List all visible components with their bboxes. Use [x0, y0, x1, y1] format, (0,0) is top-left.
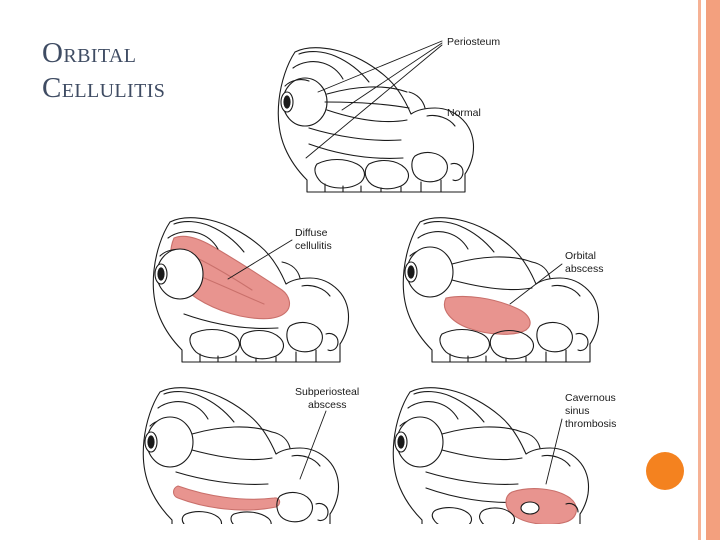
panel-cavernous-sinus-thrombosis [392, 387, 590, 524]
label-cavernous-sinus-thrombosis-line-2: sinus [565, 405, 590, 417]
panel-subperiosteal-abscess-labels: Subperiosteal abscess [295, 386, 359, 411]
label-subperiosteal-abscess-line-2: abscess [308, 399, 347, 411]
leader-orbital-abscess [509, 263, 563, 305]
panel-cavernous-sinus-thrombosis-labels: Cavernous sinus thrombosis [565, 392, 616, 430]
label-cavernous-sinus-thrombosis-line-1: Cavernous [565, 392, 616, 404]
page-title-line-2: Cellulitis [42, 72, 166, 104]
label-periosteum: Periosteum [447, 36, 500, 48]
decorative-orange-dot [646, 452, 684, 490]
leader-periosteum-2 [341, 42, 443, 111]
panel-normal [277, 47, 475, 193]
page-title: Orbital Cellulitis [42, 36, 282, 106]
label-diffuse-cellulitis-line-2: cellulitis [295, 240, 332, 252]
right-accent-gap [701, 0, 706, 540]
panel-orbital-abscess-labels: Orbital abscess [565, 250, 604, 275]
panel-diffuse-cellulitis-labels: Diffuse cellulitis [295, 227, 332, 252]
right-accent-thin-bar [698, 0, 701, 540]
page-title-line-1: Orbital [42, 37, 137, 69]
label-orbital-abscess-line-1: Orbital [565, 250, 596, 262]
leader-cavernous-sinus-thrombosis [545, 418, 563, 485]
label-cavernous-sinus-thrombosis-line-3: thrombosis [565, 418, 616, 430]
orbital-cellulitis-figure: Periosteum Normal [110, 14, 630, 524]
panel-normal-labels: Periosteum Normal [447, 36, 500, 119]
leader-diffuse-cellulitis [227, 239, 293, 280]
right-accent-bar [706, 0, 720, 540]
leader-subperiosteal-abscess [299, 410, 327, 480]
leader-periosteum-3 [305, 44, 443, 159]
panel-orbital-abscess [402, 217, 600, 363]
leader-periosteum-1 [317, 40, 443, 93]
label-subperiosteal-abscess-line-1: Subperiosteal [295, 386, 359, 398]
label-normal: Normal [447, 107, 481, 119]
label-diffuse-cellulitis-line-1: Diffuse [295, 227, 328, 239]
label-orbital-abscess-line-2: abscess [565, 263, 604, 275]
panel-subperiosteal-abscess [142, 387, 340, 524]
